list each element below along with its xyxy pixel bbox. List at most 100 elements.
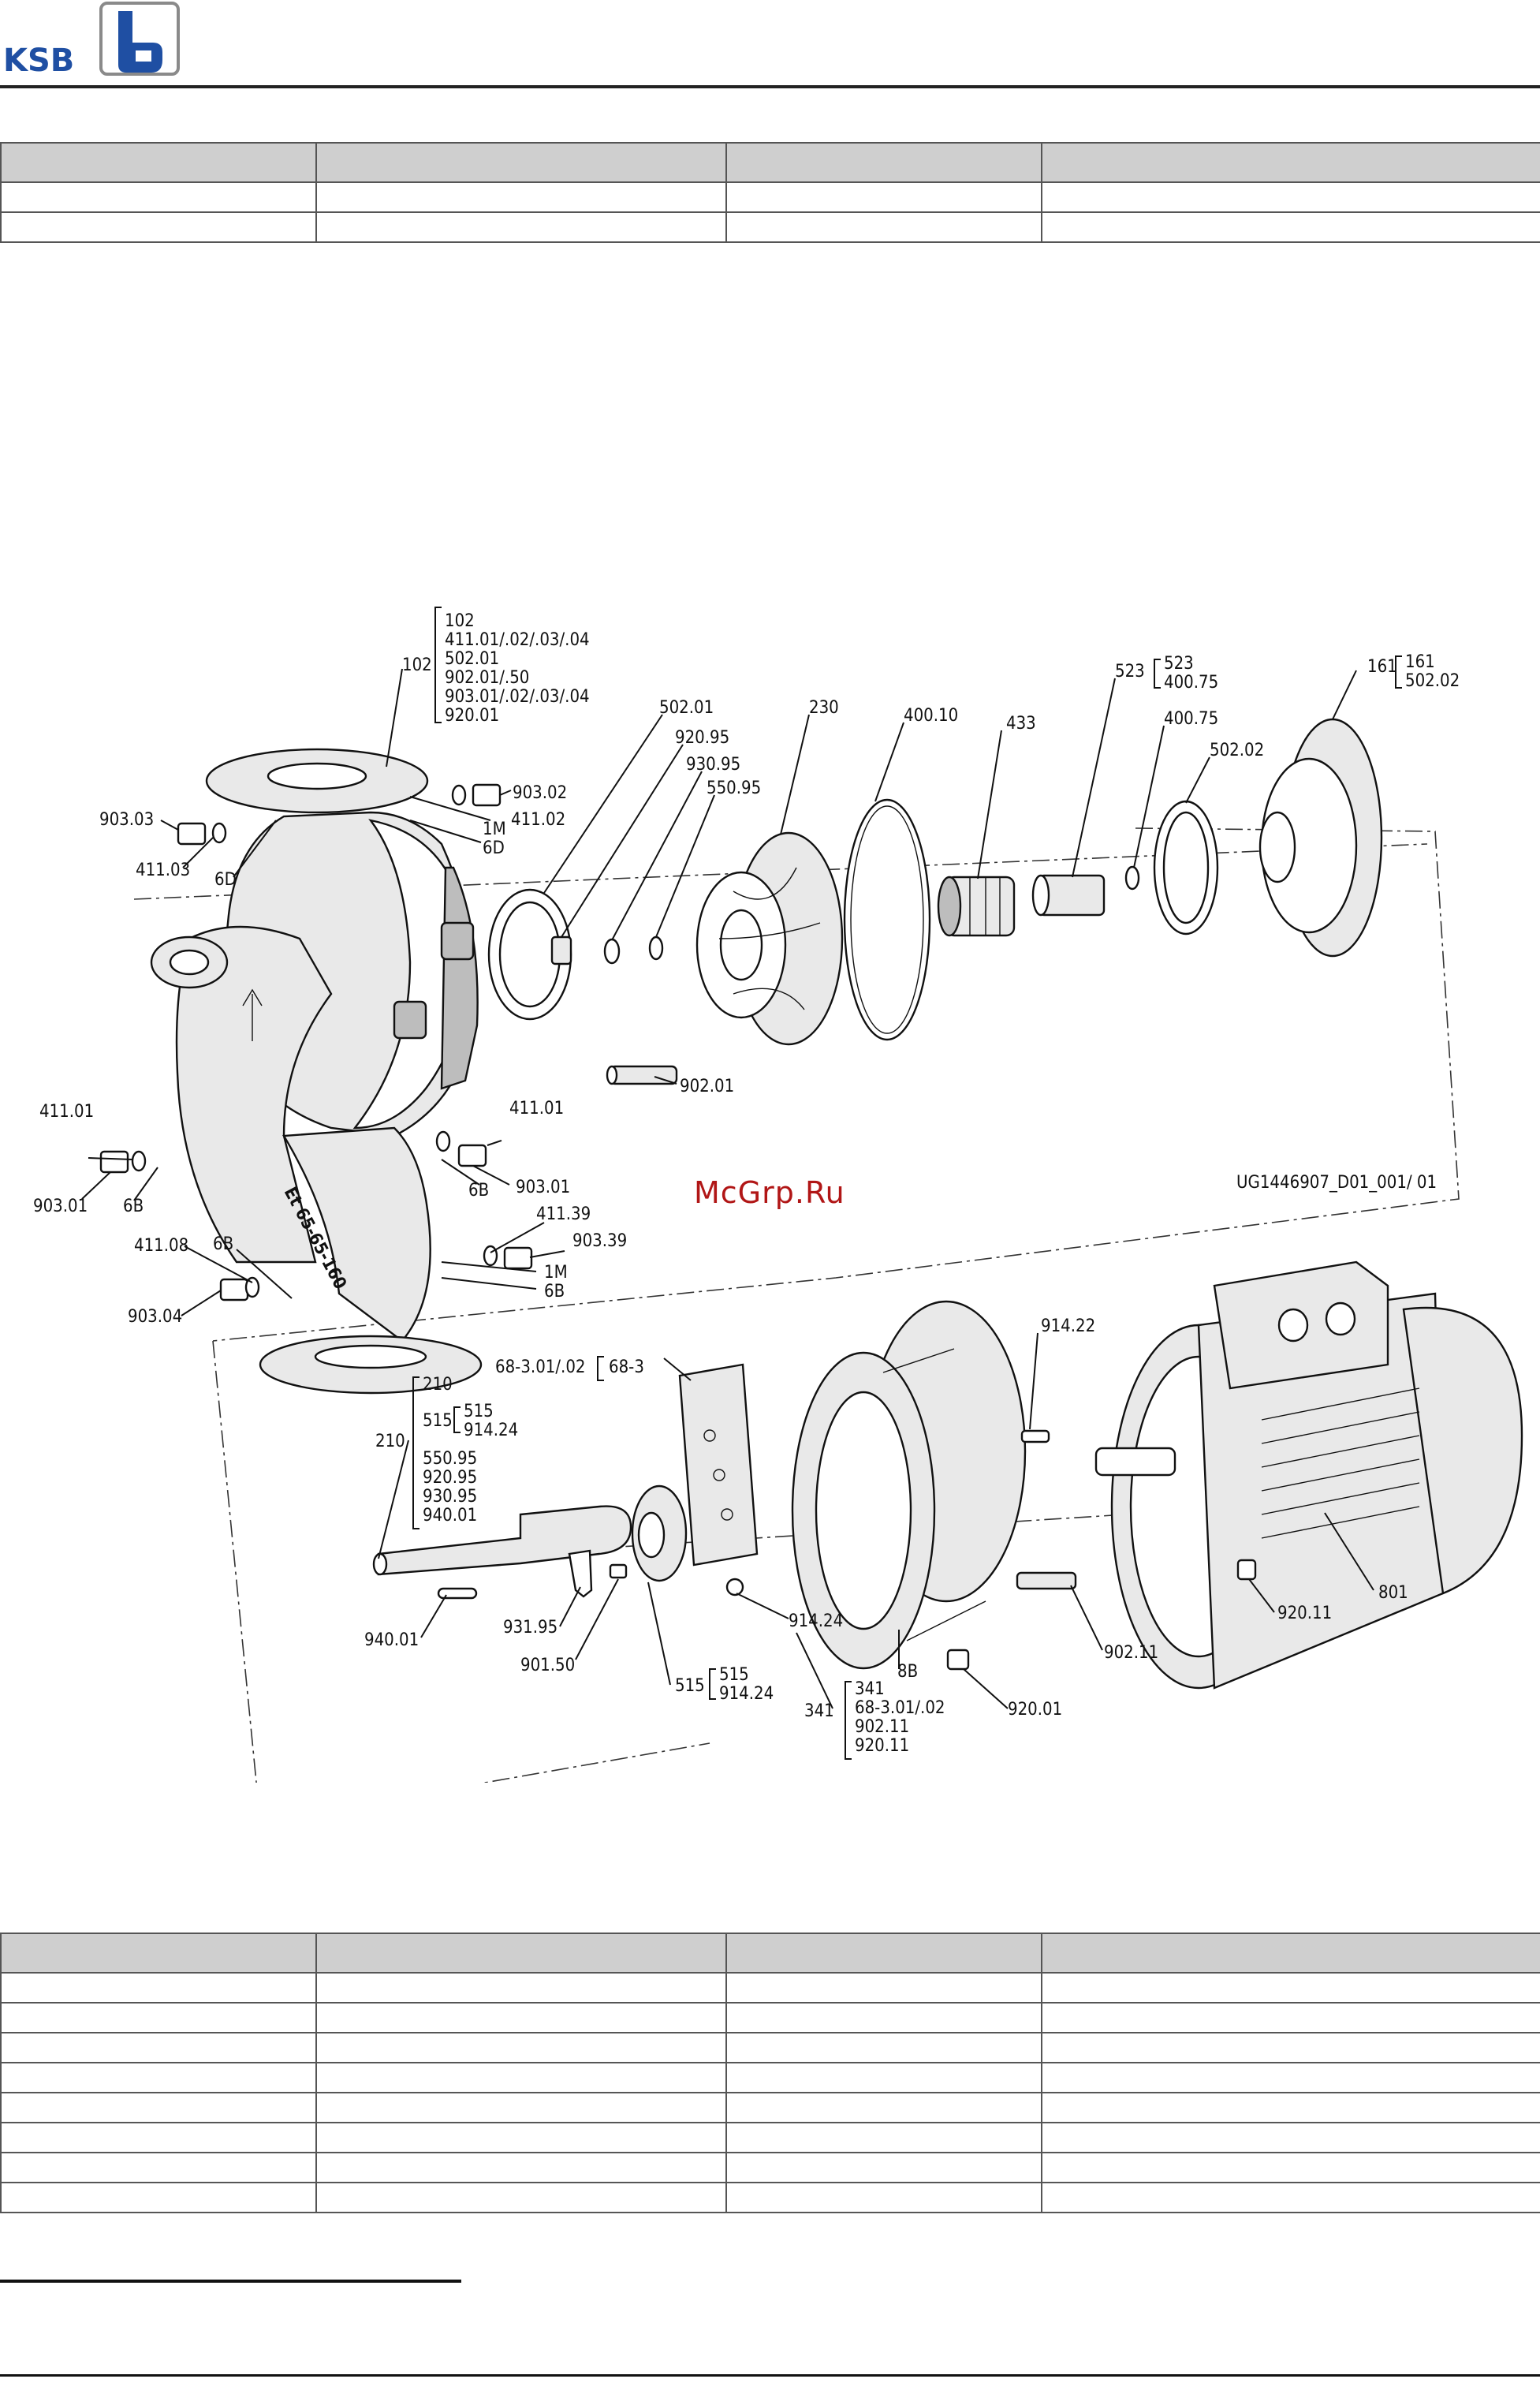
- drawing-id: UG1446907_D01_001/ 01: [1236, 1173, 1437, 1193]
- table-row: [0, 2062, 1540, 2093]
- sleeve-o-ring: [1124, 865, 1140, 891]
- hex-screw: [609, 1563, 628, 1579]
- table-row: [0, 2152, 1540, 2183]
- label-group-102-1: 102: [445, 611, 475, 631]
- label-931-95: 931.95: [503, 1618, 557, 1638]
- stud-bolt: [606, 1065, 678, 1085]
- table-header-row: [0, 142, 1540, 183]
- label-group-102-4: 902.01/.50: [445, 668, 529, 688]
- label-group-210-3: 550.95: [423, 1449, 477, 1469]
- pump-shaft: [372, 1505, 632, 1600]
- table-header-row: [0, 1933, 1540, 1974]
- label-6d-a: 6D: [483, 838, 505, 858]
- label-group-515a-2: 914.24: [464, 1421, 518, 1440]
- label-230: 230: [809, 698, 839, 718]
- label-914-24: 914.24: [789, 1611, 843, 1631]
- coupling: [631, 1484, 688, 1582]
- label-group-210-1: 210: [423, 1375, 453, 1395]
- label-group-341-3: 902.11: [855, 1717, 909, 1737]
- lantern-screw: [1020, 1429, 1050, 1443]
- table-row: [0, 211, 1540, 243]
- table-row: [0, 2122, 1540, 2153]
- label-210: 210: [375, 1432, 405, 1451]
- exploded-view-drawing: Et 65-65-160: [33, 607, 1523, 1783]
- casing-wear-ring: [487, 888, 572, 1021]
- table-row: [0, 1972, 1540, 2003]
- label-411-39: 411.39: [536, 1204, 591, 1224]
- label-group-341-2: 68-3.01/.02: [855, 1698, 945, 1718]
- label-group-102-6: 920.01: [445, 706, 499, 726]
- label-161: 161: [1367, 657, 1397, 677]
- label-550-95: 550.95: [707, 779, 761, 798]
- cover-wear-ring: [1153, 800, 1219, 935]
- label-930-95: 930.95: [686, 755, 740, 775]
- label-914-22: 914.22: [1041, 1316, 1095, 1336]
- motor: [1094, 1260, 1523, 1690]
- label-group-161-1: 161: [1405, 652, 1435, 672]
- label-902-01: 902.01: [680, 1077, 734, 1096]
- casing-o-ring: [843, 798, 931, 1041]
- label-6b-bottom: 6B: [544, 1282, 565, 1301]
- label-102: 102: [402, 655, 432, 675]
- casing-cover: [1258, 718, 1383, 958]
- brand-wordmark: KSB: [3, 43, 74, 79]
- label-903-03: 903.03: [99, 810, 154, 830]
- top-table: [0, 142, 1540, 243]
- label-6b-left: 6B: [123, 1197, 144, 1216]
- part-labels: 102 102 411.01/.02/.03/.04 502.01 902.01…: [33, 611, 1460, 1756]
- label-group-523-1: 523: [1164, 654, 1194, 674]
- label-515: 515: [675, 1676, 705, 1696]
- label-6b-lower: 6B: [213, 1234, 233, 1254]
- label-341: 341: [804, 1701, 834, 1721]
- coupling-grub-screw: [725, 1578, 744, 1596]
- label-903-01-right: 903.01: [516, 1178, 570, 1197]
- label-8b: 8B: [897, 1662, 918, 1682]
- label-group-102-5: 903.01/.02/.03/.04: [445, 687, 590, 707]
- label-920-01: 920.01: [1008, 1700, 1062, 1720]
- label-68-3-01: 68-3.01/.02: [495, 1357, 586, 1377]
- shaft-sleeve: [1031, 874, 1106, 917]
- table-row: [0, 181, 1540, 213]
- label-920-11: 920.11: [1277, 1604, 1332, 1623]
- label-411-01-left: 411.01: [39, 1102, 94, 1122]
- table-row: [0, 2032, 1540, 2063]
- label-1m-b: 1M: [544, 1263, 568, 1283]
- label-6b-right: 6B: [468, 1181, 489, 1201]
- label-group-210-2: 515: [423, 1411, 453, 1431]
- drive-lantern: [791, 1300, 1027, 1670]
- label-group-161-2: 502.02: [1405, 671, 1460, 691]
- footer-rule: [0, 2374, 1540, 2377]
- ksb-logo: KSB: [3, 2, 180, 79]
- label-433: 433: [1006, 714, 1036, 734]
- lantern-stud: [1016, 1571, 1077, 1590]
- leader-lines: [81, 607, 1402, 1760]
- label-801: 801: [1378, 1583, 1408, 1603]
- label-903-04: 903.04: [128, 1307, 182, 1327]
- lock-washer: [568, 1549, 593, 1598]
- label-group-210-5: 930.95: [423, 1487, 477, 1507]
- lantern-nut: [946, 1649, 970, 1671]
- label-400-75: 400.75: [1164, 709, 1218, 729]
- coupling-guard: [678, 1363, 759, 1567]
- label-group-515a-1: 515: [464, 1402, 494, 1421]
- header-rule: [0, 85, 1540, 88]
- label-group-341-1: 341: [855, 1679, 885, 1699]
- label-903-01-left: 903.01: [33, 1197, 88, 1216]
- label-901-50: 901.50: [520, 1656, 575, 1675]
- label-group-515b-1: 515: [719, 1665, 749, 1685]
- pump-casing: Et 65-65-160: [150, 748, 483, 1395]
- impeller-fasteners: [550, 935, 664, 965]
- watermark: McGrp.Ru: [694, 1175, 845, 1210]
- label-411-02: 411.02: [511, 810, 565, 830]
- label-group-515b-2: 914.24: [719, 1684, 774, 1704]
- table-row: [0, 2092, 1540, 2123]
- label-group-102-3: 502.01: [445, 649, 499, 669]
- label-group-210-6: 940.01: [423, 1506, 477, 1525]
- label-411-01-right: 411.01: [509, 1099, 564, 1118]
- label-400-10: 400.10: [904, 706, 958, 726]
- label-411-08: 411.08: [134, 1236, 188, 1256]
- label-940-01: 940.01: [364, 1630, 419, 1650]
- table-row: [0, 2002, 1540, 2033]
- label-group-210-4: 920.95: [423, 1468, 477, 1488]
- label-902-11: 902.11: [1104, 1643, 1158, 1663]
